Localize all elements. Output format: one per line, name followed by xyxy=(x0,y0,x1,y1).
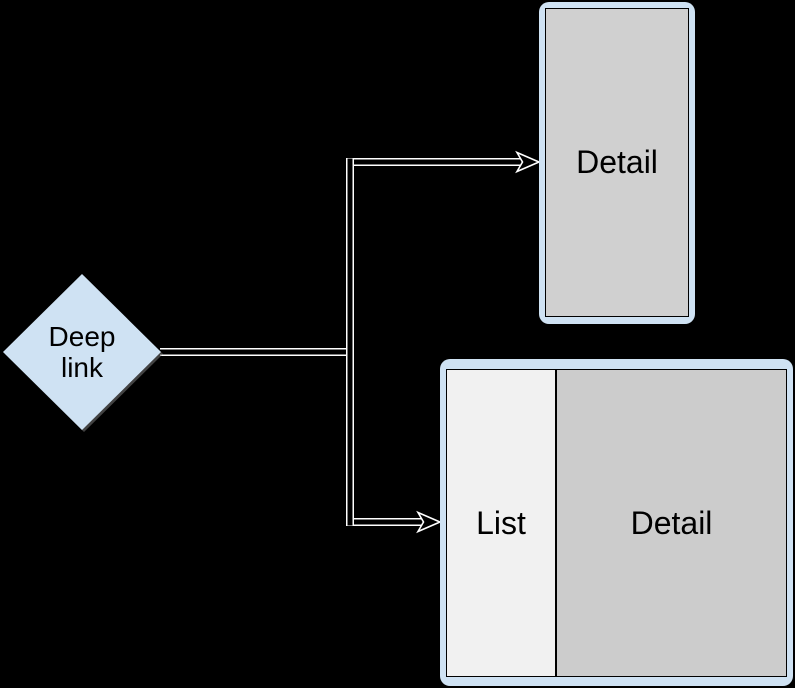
list-pane-label: List xyxy=(476,504,526,541)
deep-link-diamond-shape: Deep link xyxy=(3,274,161,430)
detail-screen-frame: Detail xyxy=(539,2,695,324)
arrowhead-to-list-detail-icon xyxy=(416,510,443,534)
detail-pane: Detail xyxy=(557,370,786,676)
deep-link-label: Deep link xyxy=(48,320,116,383)
list-pane: List xyxy=(447,370,557,676)
list-detail-screen-panel: List Detail xyxy=(446,369,787,677)
arrowhead-to-detail-icon xyxy=(515,150,542,174)
detail-screen-label: Detail xyxy=(576,144,658,180)
deep-link-node: Deep link xyxy=(3,274,161,430)
detail-pane-label: Detail xyxy=(630,504,713,541)
detail-screen-panel: Detail xyxy=(545,8,689,317)
list-detail-screen-frame: List Detail xyxy=(440,359,793,686)
